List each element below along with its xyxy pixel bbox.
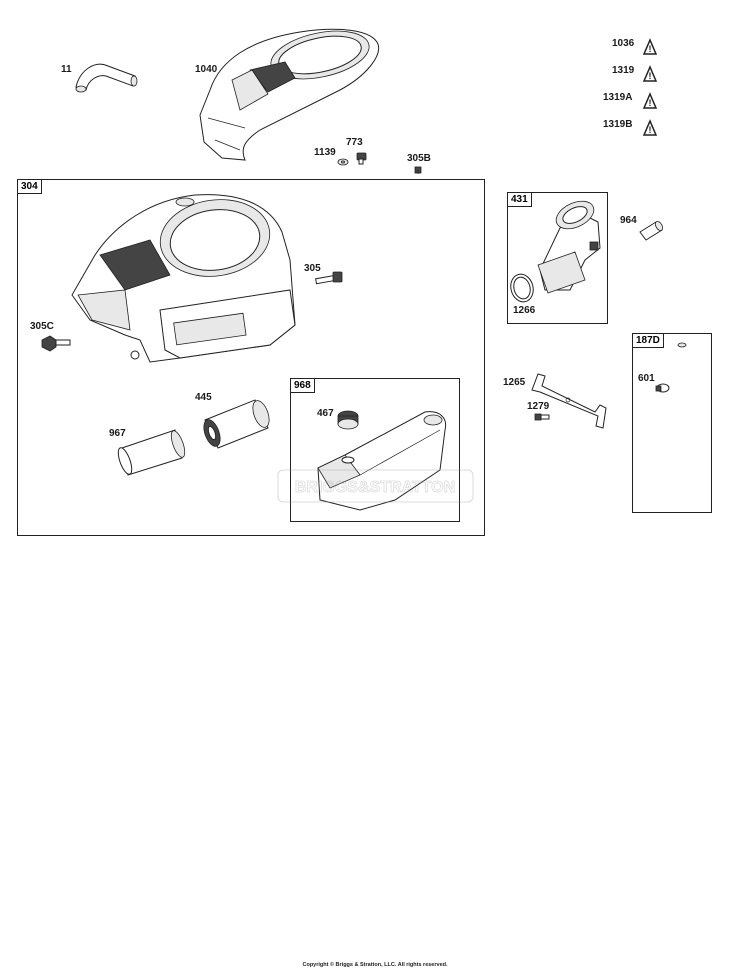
warning-label-1319B: 1319B: [603, 119, 633, 130]
warning-triangle-icon: !: [642, 119, 658, 136]
warning-label-1036: 1036: [612, 38, 635, 49]
part-467-knob[interactable]: [337, 410, 359, 430]
callout-467: 467: [317, 408, 334, 419]
svg-text:!: !: [649, 98, 652, 108]
part-773-screw[interactable]: [356, 152, 367, 165]
copyright-notice: Copyright © Briggs & Stratton, LLC. All …: [302, 962, 448, 968]
watermark-text: BRIGGS&STRATTON: [295, 479, 455, 496]
part-305-bolt[interactable]: [315, 271, 343, 285]
callout-1139: 1139: [314, 147, 336, 158]
part-431-elbow[interactable]: [537, 196, 601, 294]
group-187D-box: 187D: [632, 333, 712, 513]
warning-label-1319A: 1319A: [603, 92, 633, 103]
callout-601: 601: [638, 373, 655, 384]
part-445-cartridge[interactable]: [201, 398, 273, 449]
part-1139-washer[interactable]: [337, 158, 349, 166]
group-304-box: 304: [17, 179, 485, 536]
group-968-tag: 968: [290, 378, 315, 393]
part-601-clamp[interactable]: [655, 383, 670, 393]
group-968-box: 968: [290, 378, 460, 522]
part-1265-bracket[interactable]: [531, 373, 607, 429]
callout-305B: 305B: [407, 153, 431, 164]
callout-305: 305: [304, 263, 321, 274]
callout-967: 967: [109, 428, 126, 439]
warning-triangle-icon: !: [642, 65, 658, 82]
warning-triangle-icon: !: [642, 92, 658, 109]
part-305B-bolt[interactable]: [414, 166, 422, 174]
part-187D-fuel-line[interactable]: [677, 342, 691, 502]
group-187D-tag: 187D: [632, 333, 664, 348]
callout-1279: 1279: [527, 401, 550, 412]
callout-305C: 305C: [30, 321, 54, 332]
callout-964: 964: [620, 215, 637, 226]
part-967-precleaner[interactable]: [116, 429, 188, 476]
warning-label-1319: 1319: [612, 65, 635, 76]
part-1040-cover[interactable]: [199, 23, 380, 161]
part-305C-bolt[interactable]: [41, 335, 71, 352]
group-431-box: 431: [507, 192, 608, 324]
part-304-blower-housing[interactable]: [71, 193, 296, 363]
callout-11: 11: [61, 64, 72, 75]
part-1279-screw[interactable]: [534, 413, 550, 421]
group-304-tag: 304: [17, 179, 42, 194]
warning-triangles: ! ! ! !: [642, 38, 658, 136]
group-431-tag: 431: [507, 192, 532, 207]
part-1266-gasket[interactable]: [508, 272, 536, 305]
part-964-tube[interactable]: [639, 220, 664, 241]
callout-1265: 1265: [503, 377, 526, 388]
svg-text:!: !: [649, 125, 652, 135]
callout-1040: 1040: [195, 64, 218, 75]
callout-1266: 1266: [513, 305, 536, 316]
callout-445: 445: [195, 392, 212, 403]
svg-text:!: !: [649, 44, 652, 54]
warning-triangle-icon: !: [642, 38, 658, 55]
part-11-tube[interactable]: [75, 63, 138, 93]
callout-773: 773: [346, 137, 363, 148]
svg-text:!: !: [649, 71, 652, 81]
watermark-logo: BRIGGS&STRATTON: [277, 469, 474, 503]
part-968-cover[interactable]: [317, 411, 447, 511]
